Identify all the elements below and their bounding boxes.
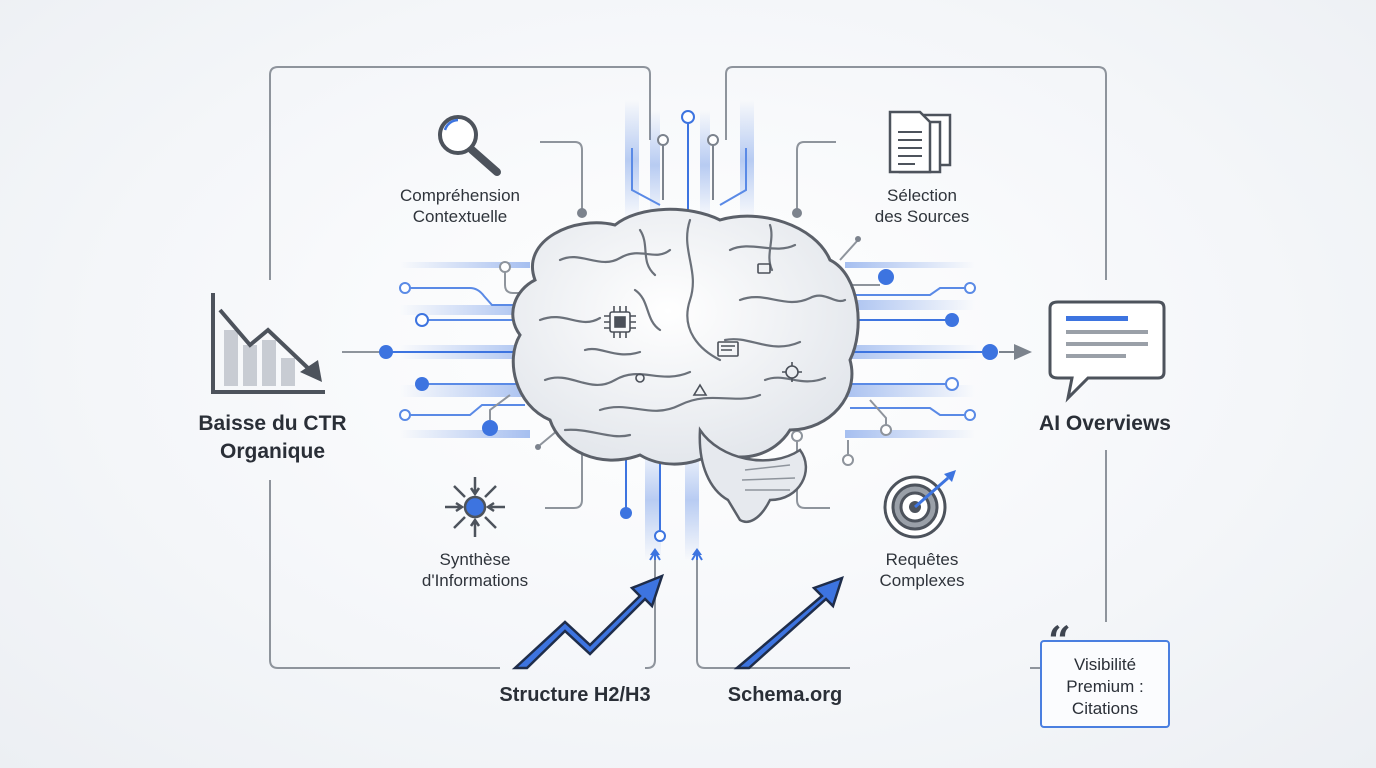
label-left: Baisse du CTR Organique (170, 410, 375, 466)
label-right: AI Overviews (1010, 410, 1200, 438)
label-structure: Structure H2/H3 (470, 681, 680, 709)
label-bottom-left-line2: d'Informations (421, 571, 529, 590)
label-schema: Schema.org (700, 681, 870, 709)
documents-icon (888, 110, 952, 174)
quote-icon: “ (1048, 618, 1072, 665)
label-top-left: Compréhension Contextuelle (380, 185, 540, 227)
brain-icon (511, 207, 860, 524)
label-top-left-line1: Compréhension (399, 186, 520, 205)
magnifier-icon (438, 115, 501, 176)
label-left-line1: Baisse du CTR (198, 412, 347, 435)
vertical-beams (625, 100, 754, 560)
label-top-right: Sélection des Sources (842, 185, 1002, 227)
quote-box (1040, 640, 1170, 728)
rising-arrow-right (733, 575, 844, 670)
convergence-icon (445, 477, 505, 537)
label-bottom-left: Synthèse d'Informations (395, 549, 555, 591)
label-top-right-line2: des Sources (874, 207, 970, 226)
label-quote-line2: Premium : (1066, 677, 1144, 696)
label-quote: Visibilité Premium : Citations (1040, 654, 1170, 720)
label-left-line2: Organique (219, 440, 325, 463)
label-structure-text: Structure H2/H3 (499, 684, 651, 706)
label-top-left-line2: Contextuelle (412, 207, 508, 226)
target-icon (883, 470, 956, 539)
label-bottom-right-line1: Requêtes (885, 550, 959, 569)
label-quote-line1: Visibilité (1073, 655, 1137, 674)
label-bottom-left-line1: Synthèse (439, 550, 511, 569)
label-right-text: AI Overviews (1039, 412, 1171, 435)
label-quote-line3: Citations (1071, 699, 1139, 718)
rising-arrow-left (511, 573, 665, 670)
declining-chart-icon (211, 293, 325, 394)
label-top-right-line1: Sélection (887, 186, 957, 205)
label-bottom-right-line2: Complexes (879, 571, 965, 590)
label-schema-text: Schema.org (727, 684, 843, 706)
label-bottom-right: Requêtes Complexes (842, 549, 1002, 591)
top-circuits (540, 110, 861, 261)
speech-bubble-icon (1048, 300, 1166, 403)
